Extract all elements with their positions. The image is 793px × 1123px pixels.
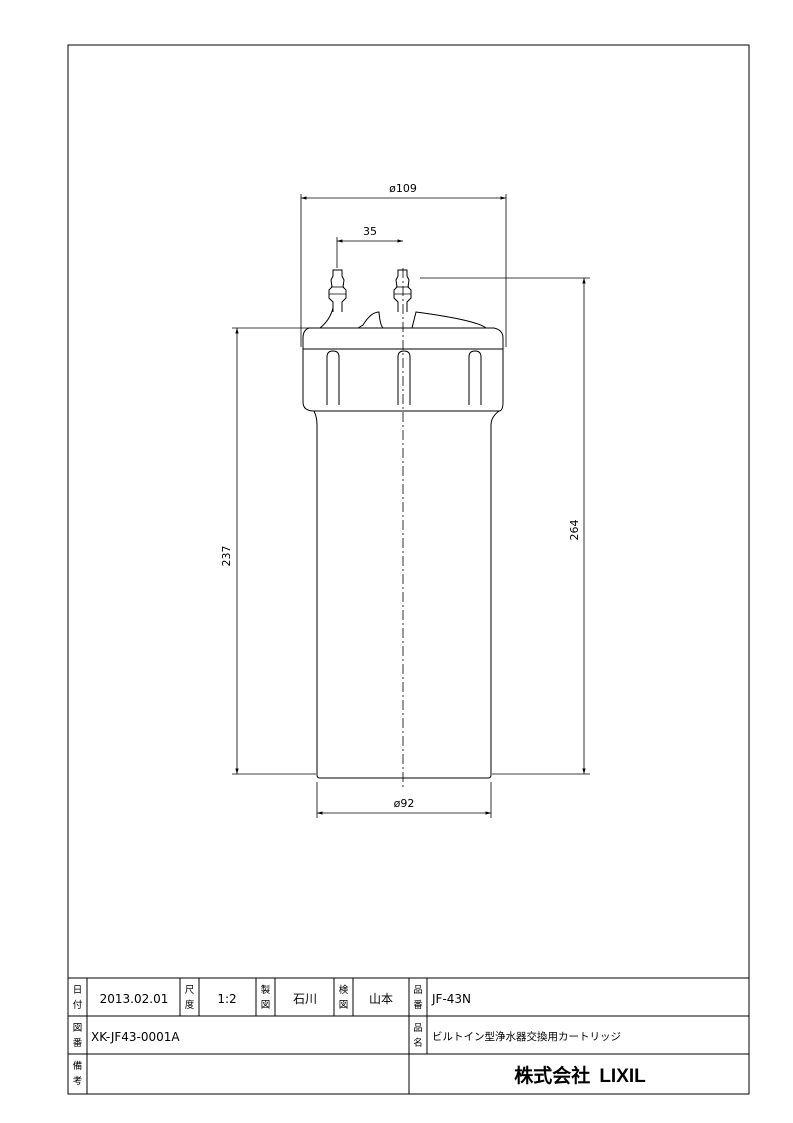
checker-label-2: 図 bbox=[339, 1000, 349, 1011]
drafter-label-2: 図 bbox=[261, 1000, 271, 1011]
drafter-label-1: 製 bbox=[261, 984, 271, 996]
product-no-label-2: 番 bbox=[413, 999, 423, 1011]
date-value: 2013.02.01 bbox=[100, 992, 169, 1006]
remarks-label-2: 考 bbox=[73, 1076, 83, 1087]
right-nozzle bbox=[393, 269, 412, 312]
product-name-label-2: 名 bbox=[413, 1037, 423, 1049]
cartridge-drawing: ø109 35 237 264 ø92 bbox=[220, 182, 590, 818]
drawing-no-value: XK-JF43-0001A bbox=[91, 1030, 180, 1044]
scale-label-1: 尺 bbox=[185, 985, 195, 996]
drawing-no-label-2: 番 bbox=[73, 1037, 83, 1049]
dim-label-outer-diameter: ø109 bbox=[389, 182, 417, 195]
dim-label-total-height: 264 bbox=[568, 520, 581, 541]
product-no-label-1: 品 bbox=[413, 985, 423, 996]
dimension-body-diameter: ø92 bbox=[316, 782, 492, 818]
date-label-1: 日 bbox=[73, 985, 83, 996]
drawing-frame bbox=[67, 44, 750, 1095]
dim-label-body-length: 237 bbox=[220, 546, 233, 567]
dimension-body-length: 237 bbox=[220, 327, 316, 775]
product-no-value: JF-43N bbox=[431, 992, 471, 1006]
company-name: 株式会社 LIXIL bbox=[514, 1064, 646, 1087]
cartridge-body bbox=[313, 410, 500, 779]
company-kaisha: 株式会社 bbox=[514, 1064, 590, 1087]
dimension-outer-diameter: ø109 bbox=[300, 182, 507, 347]
scale-value: 1:2 bbox=[217, 992, 236, 1006]
left-nozzle bbox=[328, 269, 347, 312]
dim-label-nozzle-pitch: 35 bbox=[363, 225, 377, 238]
dim-label-body-diameter: ø92 bbox=[394, 797, 415, 810]
date-label-2: 付 bbox=[73, 1000, 83, 1011]
cartridge-cap bbox=[302, 307, 504, 412]
drafter-value: 石川 bbox=[293, 992, 317, 1006]
dimension-total-height: 264 bbox=[420, 277, 590, 775]
product-name-value: ビルトイン型浄水器交換用カートリッジ bbox=[432, 1030, 621, 1043]
checker-label-1: 検 bbox=[339, 984, 349, 996]
dimension-nozzle-pitch: 35 bbox=[336, 225, 403, 268]
remarks-label-1: 備 bbox=[73, 1060, 83, 1072]
drawing-no-label-1: 図 bbox=[73, 1023, 83, 1034]
scale-label-2: 度 bbox=[185, 999, 195, 1011]
checker-value: 山本 bbox=[369, 992, 393, 1006]
title-block: 日 付 2013.02.01 尺 度 1:2 製 図 石川 検 図 山本 品 番… bbox=[68, 977, 749, 1094]
product-name-label-1: 品 bbox=[413, 1023, 423, 1034]
company-brand: LIXIL bbox=[599, 1066, 646, 1087]
